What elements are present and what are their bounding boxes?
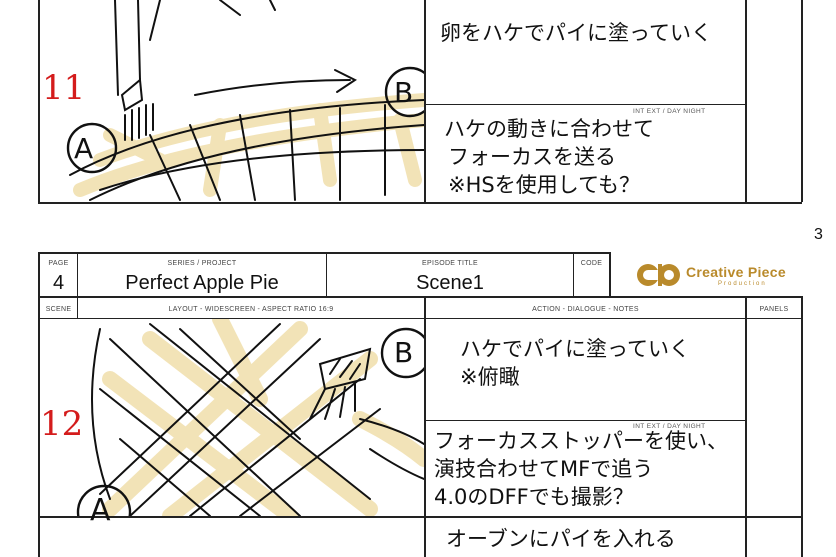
logo-sub: Production xyxy=(718,281,767,287)
frame-right xyxy=(801,0,803,202)
action-text-13: オーブンにパイを入れる xyxy=(446,527,676,551)
page-number: 3 xyxy=(814,226,823,243)
slug-line-11: INT EXT / DAY NIGHT xyxy=(633,108,706,115)
scene-number-12: 12 xyxy=(40,404,84,444)
note-line-12-3: 4.0のDFFでも撮影？ xyxy=(434,485,634,509)
sheet-left xyxy=(38,252,40,557)
slug-line-12: INT EXT / DAY NIGHT xyxy=(633,423,706,430)
note-line-11-1: ハケの動きに合わせて xyxy=(444,117,654,141)
col-div-scene xyxy=(77,298,78,318)
note-line-12-1: フォーカスストッパーを使い、 xyxy=(434,429,728,453)
action-line-12-1: ハケでパイに塗っていく xyxy=(460,337,690,361)
series-value: Perfect Apple Pie xyxy=(125,272,279,294)
frame-bottom xyxy=(38,202,802,204)
col-div-action xyxy=(745,298,747,557)
divider-layout-action xyxy=(424,0,426,202)
page-value: 4 xyxy=(52,272,65,294)
marker-b-11: B xyxy=(394,76,414,109)
marker-a-11: A xyxy=(74,132,94,165)
code-label: CODE xyxy=(580,260,603,267)
header-bottom xyxy=(38,296,803,298)
divider-action-notes-12 xyxy=(424,420,746,421)
creative-piece-logo-icon xyxy=(637,264,680,286)
header-right xyxy=(609,252,611,297)
sheet-right xyxy=(801,296,803,557)
divider-action-notes xyxy=(424,104,746,105)
series-label: SERIES / PROJECT xyxy=(167,260,237,267)
episode-label: EPISODE TITLE xyxy=(422,260,478,267)
scene-number-11: 11 xyxy=(42,68,86,108)
divider-scene-12-bottom xyxy=(38,516,803,518)
divider-action-panels xyxy=(745,0,747,202)
scene-col-label: SCENE xyxy=(45,306,72,313)
header-div-2 xyxy=(326,252,327,297)
note-line-11-2: フォーカスを送る xyxy=(448,145,616,169)
storyboard-drawing-12 xyxy=(76,319,424,516)
marker-a-12: A xyxy=(90,493,111,528)
panels-col-label: PANELS xyxy=(759,306,789,313)
action-text-11: 卵をハケでパイに塗っていく xyxy=(440,21,712,45)
action-line-12-2: ※俯瞰 xyxy=(460,365,520,389)
note-line-11-3: ※HSを使用しても？ xyxy=(448,173,641,197)
page-label: PAGE xyxy=(48,260,69,267)
col-header-bottom xyxy=(38,318,803,319)
col-div-layout xyxy=(424,298,426,557)
marker-b-12: B xyxy=(394,336,414,369)
frame-left xyxy=(38,0,40,202)
header-div-3 xyxy=(573,252,574,297)
layout-col-label: LAYOUT - WIDESCREEN - ASPECT RATIO 16:9 xyxy=(168,306,334,313)
note-line-12-2: 演技合わせてMFで追う xyxy=(434,457,654,481)
logo-name: Creative Piece xyxy=(686,264,786,280)
action-col-label: ACTION - DIALOGUE - NOTES xyxy=(532,306,639,313)
header-top xyxy=(38,252,610,254)
header-div-1 xyxy=(77,252,78,297)
storyboard-drawing-11 xyxy=(66,0,424,201)
episode-value: Scene1 xyxy=(416,272,484,294)
